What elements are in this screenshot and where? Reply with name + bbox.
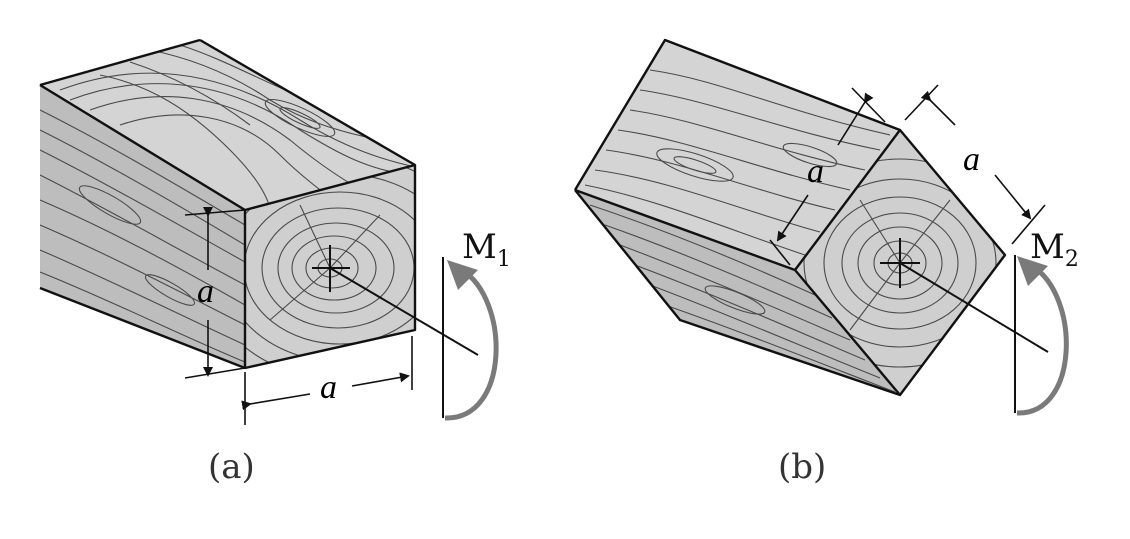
dimension-horizontal-a-label: a	[320, 369, 337, 406]
beam-b-side-face	[575, 190, 900, 395]
dimension-vertical-a-label: a	[197, 273, 214, 310]
caption-b: (b)	[778, 447, 826, 487]
moment-m2-subscript: 2	[1065, 247, 1079, 272]
moment-m1-subscript: 1	[497, 247, 511, 272]
dimension-top-face-b-label: a	[807, 153, 824, 190]
dimension-horizontal-a: a	[241, 336, 413, 425]
caption-a: (a)	[208, 447, 255, 487]
dimension-top-face-b: a	[769, 87, 886, 266]
dimension-end-face-b: a	[904, 84, 1046, 245]
moment-m2-label: M2	[1030, 227, 1079, 272]
moment-vector-a	[329, 267, 479, 356]
moment-m1-symbol: M	[462, 227, 497, 267]
moment-m2-symbol: M	[1030, 227, 1065, 267]
beam-b-top-face	[575, 40, 900, 270]
moment-vector-b	[899, 262, 1049, 353]
moment-m2-arrow	[1014, 255, 1069, 416]
panel-b: a a M2 (b)	[573, 38, 1079, 487]
dimension-end-face-b-label: a	[963, 141, 980, 178]
dimension-vertical-a: a	[184, 207, 246, 379]
moment-m1-arrow	[442, 257, 499, 421]
beam-a-side-face	[40, 85, 245, 368]
beam-a-top-face	[40, 40, 415, 210]
panel-a: a a M1 (a)	[39, 38, 511, 487]
moment-m1-label: M1	[462, 227, 511, 272]
